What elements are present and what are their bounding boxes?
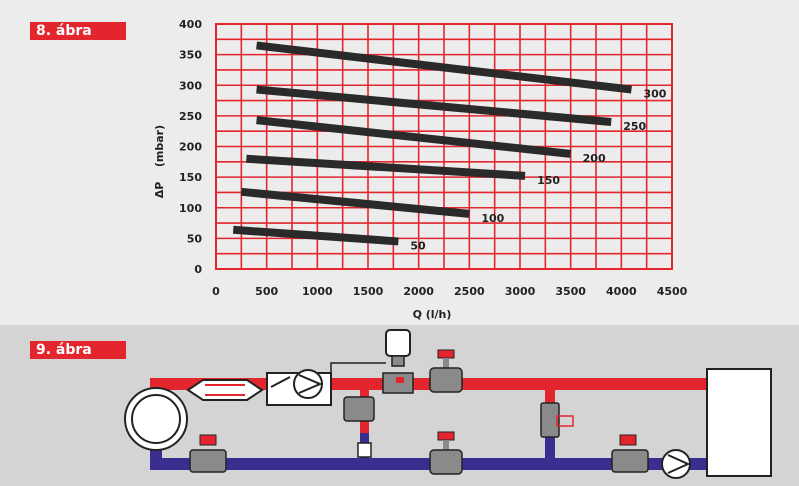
x-tick-label: 0 [212,285,220,298]
figure-9-label: 9. ábra [30,341,126,359]
y-tick-label: 250 [179,110,202,123]
balancing-valve-return-icon [429,431,463,475]
three-way-valve-icon [343,396,375,422]
chart-axes [215,23,673,270]
pressure-drop-chart: 0 500 1000 1500 2000 2500 3000 3500 4000 4500 0 50 1… [153,18,688,321]
x-tick-label: 4000 [606,285,637,298]
x-axis-label: Q (l/h) [413,308,452,321]
chart-ticks: 0 500 1000 1500 2000 2500 3000 3500 4000 4500 0 50 1… [179,18,688,298]
series-label-50: 50 [410,239,426,252]
balancing-valve-supply-icon [429,349,463,393]
figure-9-panel: 9. ábra [0,325,799,486]
series-label-100: 100 [481,212,504,225]
y-tick-label: 200 [179,141,202,154]
y-tick-label: 0 [194,263,202,276]
bypass-valve-icon [540,402,574,438]
series-label-300: 300 [643,88,666,101]
x-tick-label: 1000 [302,285,333,298]
figure-8-label: 8. ábra [30,22,126,40]
y-tick-label: 400 [179,18,202,31]
consumer-box [706,368,772,477]
series-line-150 [246,154,526,180]
series-line-300 [256,41,632,94]
y-axis-symbol: ΔP [153,182,166,199]
balancing-valve-left-icon [189,434,227,473]
heat-source-icon [124,387,188,451]
x-tick-label: 1500 [353,285,384,298]
series-label-200: 200 [583,152,606,165]
plot-frame [215,23,673,270]
y-tick-label: 150 [179,171,202,184]
x-tick-label: 4500 [657,285,688,298]
series-line-100 [240,187,470,218]
y-tick-label: 350 [179,49,202,62]
series-line-50 [232,225,399,246]
y-tick-label: 300 [179,79,202,92]
x-tick-label: 2500 [454,285,485,298]
chart-series: 300 250 200 150 100 50 [232,41,667,252]
supply-pump-icon [293,369,323,399]
x-tick-label: 2000 [403,285,434,298]
y-tick-label: 50 [187,232,203,245]
x-tick-label: 3500 [555,285,586,298]
return-pump-icon [661,449,691,479]
y-tick-label: 100 [179,202,202,215]
strainer-icon [186,379,264,401]
series-label-150: 150 [537,174,560,187]
series-line-200 [256,116,572,158]
x-tick-label: 3000 [505,285,536,298]
series-label-250: 250 [623,120,646,133]
x-tick-label: 500 [255,285,278,298]
return-check-icon [357,442,372,458]
series-line-250 [256,85,612,126]
y-axis-unit: (mbar) [153,125,166,167]
hydraulic-schematic [124,329,772,479]
actuator-valve-icon [382,329,414,394]
balancing-valve-right-icon [611,434,649,473]
